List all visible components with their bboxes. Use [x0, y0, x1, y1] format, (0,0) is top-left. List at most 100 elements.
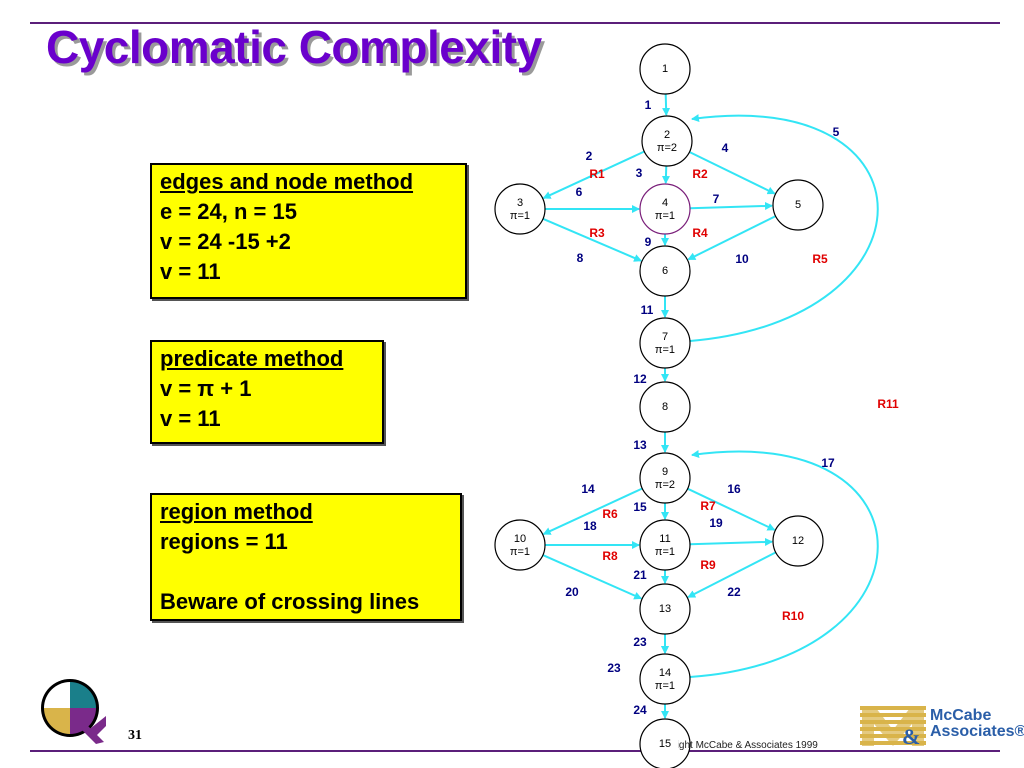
edge-label: 5: [833, 125, 840, 139]
region-label: R2: [692, 167, 708, 181]
region-method-box: region method regions = 11 Beware of cro…: [150, 493, 462, 621]
svg-text:&: &: [902, 724, 920, 749]
edge-12-13: [687, 551, 777, 599]
edge-label: 16: [727, 482, 741, 496]
region-label: R7: [700, 499, 716, 513]
node-label: 14: [659, 667, 671, 679]
region-label: R6: [602, 507, 618, 521]
edge-label: 4: [722, 141, 729, 155]
edge-label: 12: [633, 372, 647, 386]
edges-node-line: v = 24 -15 +2: [160, 229, 291, 254]
edge-11-12: [689, 537, 774, 546]
node-4: [639, 183, 691, 235]
edge-7-2: [689, 114, 879, 342]
q-logo-icon: [41, 679, 106, 744]
node-predicate-count: π=1: [655, 344, 675, 356]
edge-label: 13: [633, 438, 647, 452]
page-title: Cyclomatic Complexity: [46, 21, 542, 73]
node-label: 5: [795, 199, 801, 211]
region-label: R9: [700, 558, 716, 572]
edge-2-4: [661, 165, 670, 185]
region-label: R4: [692, 226, 708, 240]
predicate-heading: predicate method: [160, 346, 344, 371]
node-14: [639, 653, 691, 705]
edge-label: 2: [586, 149, 593, 163]
node-label: 1: [662, 63, 668, 75]
node-label: 12: [792, 535, 804, 547]
region-line: regions = 11: [160, 529, 288, 554]
region-label: R11: [877, 397, 899, 411]
region-label: R1: [589, 167, 605, 181]
edge-2-5: [689, 151, 776, 195]
edges-node-method-box: edges and node method e = 24, n = 15 v =…: [150, 163, 467, 299]
node-predicate-count: π=2: [655, 479, 675, 491]
node-predicate-count: π=1: [655, 210, 675, 222]
node-label: 6: [662, 265, 668, 277]
copyright-label: Copyright McCabe & Associates 1999: [678, 740, 818, 751]
node-predicate-count: π=2: [657, 142, 677, 154]
node-label: 9: [662, 466, 668, 478]
edges-node-line: v = 11: [160, 259, 221, 284]
node-13: [639, 583, 691, 635]
node-label: 3: [517, 197, 523, 209]
node-label: 4: [662, 197, 668, 209]
edge-label: 20: [565, 585, 579, 599]
region-label: R8: [602, 549, 618, 563]
region-heading: region method: [160, 499, 313, 524]
edge-label: 24: [633, 703, 647, 717]
region-label: R3: [589, 226, 605, 240]
node-predicate-count: π=1: [510, 546, 530, 558]
edge-label: 10: [735, 252, 749, 266]
edge-9-12: [687, 487, 776, 531]
edge-label: 23: [607, 661, 621, 675]
node-9: [639, 452, 691, 504]
edges-node-line: e = 24, n = 15: [160, 199, 297, 224]
node-7: [639, 317, 691, 369]
edge-3-6: [542, 217, 643, 262]
page-number: 31: [128, 728, 142, 743]
node-label: 11: [659, 533, 670, 545]
mccabe-logo-text: McCabe Associates®: [930, 707, 1024, 740]
node-12: [772, 515, 824, 567]
node-label: 7: [662, 331, 668, 343]
edge-5-6: [687, 215, 777, 261]
node-label: 10: [514, 533, 526, 545]
node-11: [639, 519, 691, 571]
node-predicate-count: π=1: [510, 210, 530, 222]
node-6: [639, 245, 691, 297]
edge-label: 1: [645, 98, 652, 112]
node-label: 13: [659, 603, 671, 615]
predicate-method-box: predicate method v = π + 1 v = 11: [150, 340, 384, 444]
node-1: [639, 43, 691, 95]
edge-2-3: [542, 150, 645, 199]
edge-label: 18: [583, 519, 597, 533]
node-predicate-count: π=1: [655, 546, 675, 558]
node-15: [639, 718, 691, 768]
node-3: [494, 183, 546, 235]
edge-label: 14: [581, 482, 595, 496]
predicate-line: v = π + 1: [160, 376, 252, 401]
region-label: R5: [812, 252, 828, 266]
edge-label: 9: [645, 235, 652, 249]
node-label: 8: [662, 401, 668, 413]
mccabe-logo-icon: &: [858, 704, 928, 749]
edge-label: 7: [713, 192, 720, 206]
node-label: 2: [664, 129, 670, 141]
edge-label: 6: [576, 185, 583, 199]
edge-label: 21: [633, 568, 647, 582]
edge-label: 3: [636, 166, 643, 180]
node-predicate-count: π=1: [655, 680, 675, 692]
edge-label: 8: [577, 251, 584, 265]
top-rule: [30, 22, 1000, 24]
predicate-line: v = 11: [160, 406, 221, 431]
node-label: 15: [659, 738, 671, 750]
copyright-text: Copyright McCabe & Associates 1999: [678, 740, 856, 751]
edge-label: 22: [727, 585, 741, 599]
edge-4-5: [689, 201, 774, 210]
node-5: [772, 179, 824, 231]
edge-9-10: [542, 487, 643, 536]
nodes-layer: 12π=23π=14π=1567π=189π=210π=111π=1121314…: [494, 43, 824, 768]
region-label: R10: [782, 609, 804, 623]
